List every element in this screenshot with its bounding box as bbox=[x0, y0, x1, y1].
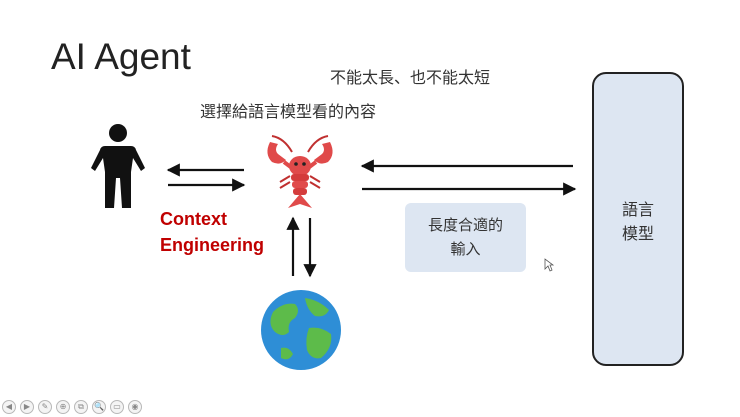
next-slide-button[interactable]: ▶ bbox=[20, 400, 34, 414]
fit-input-label: 長度合適的 輸入 bbox=[405, 213, 526, 261]
fit-input-box: 長度合適的 輸入 bbox=[405, 203, 526, 272]
language-model-line2: 模型 bbox=[621, 224, 654, 243]
camera-button[interactable]: ◉ bbox=[128, 400, 142, 414]
lobster-icon bbox=[267, 135, 333, 208]
fit-input-line2: 輸入 bbox=[450, 240, 481, 258]
fit-input-line1: 長度合適的 bbox=[427, 216, 503, 234]
context-engineering-label: Context Engineering bbox=[160, 206, 264, 258]
context-engineering-line1: Context bbox=[160, 209, 227, 229]
subtitles-button[interactable]: ▭ bbox=[110, 400, 124, 414]
pointer-button[interactable]: ⊕ bbox=[56, 400, 70, 414]
language-model-box: 語言 模型 bbox=[592, 72, 684, 366]
globe-icon bbox=[261, 290, 341, 370]
language-model-label: 語言 模型 bbox=[594, 198, 682, 246]
previous-slide-button[interactable]: ◀ bbox=[2, 400, 16, 414]
length-caption: 不能太長、也不能太短 bbox=[330, 68, 491, 87]
all-slides-button[interactable]: ⧉ bbox=[74, 400, 88, 414]
zoom-button[interactable]: 🔍 bbox=[92, 400, 106, 414]
mouse-cursor-icon bbox=[544, 258, 554, 272]
context-engineering-line2: Engineering bbox=[160, 235, 265, 255]
slide-title: AI Agent bbox=[51, 36, 191, 77]
presentation-toolbar: ◀ ▶ ✎ ⊕ ⧉ 🔍 ▭ ◉ bbox=[2, 399, 142, 415]
pen-tool-button[interactable]: ✎ bbox=[38, 400, 52, 414]
person-icon bbox=[91, 124, 145, 208]
language-model-line1: 語言 bbox=[621, 200, 654, 219]
select-content-caption: 選擇給語言模型看的內容 bbox=[200, 102, 377, 121]
